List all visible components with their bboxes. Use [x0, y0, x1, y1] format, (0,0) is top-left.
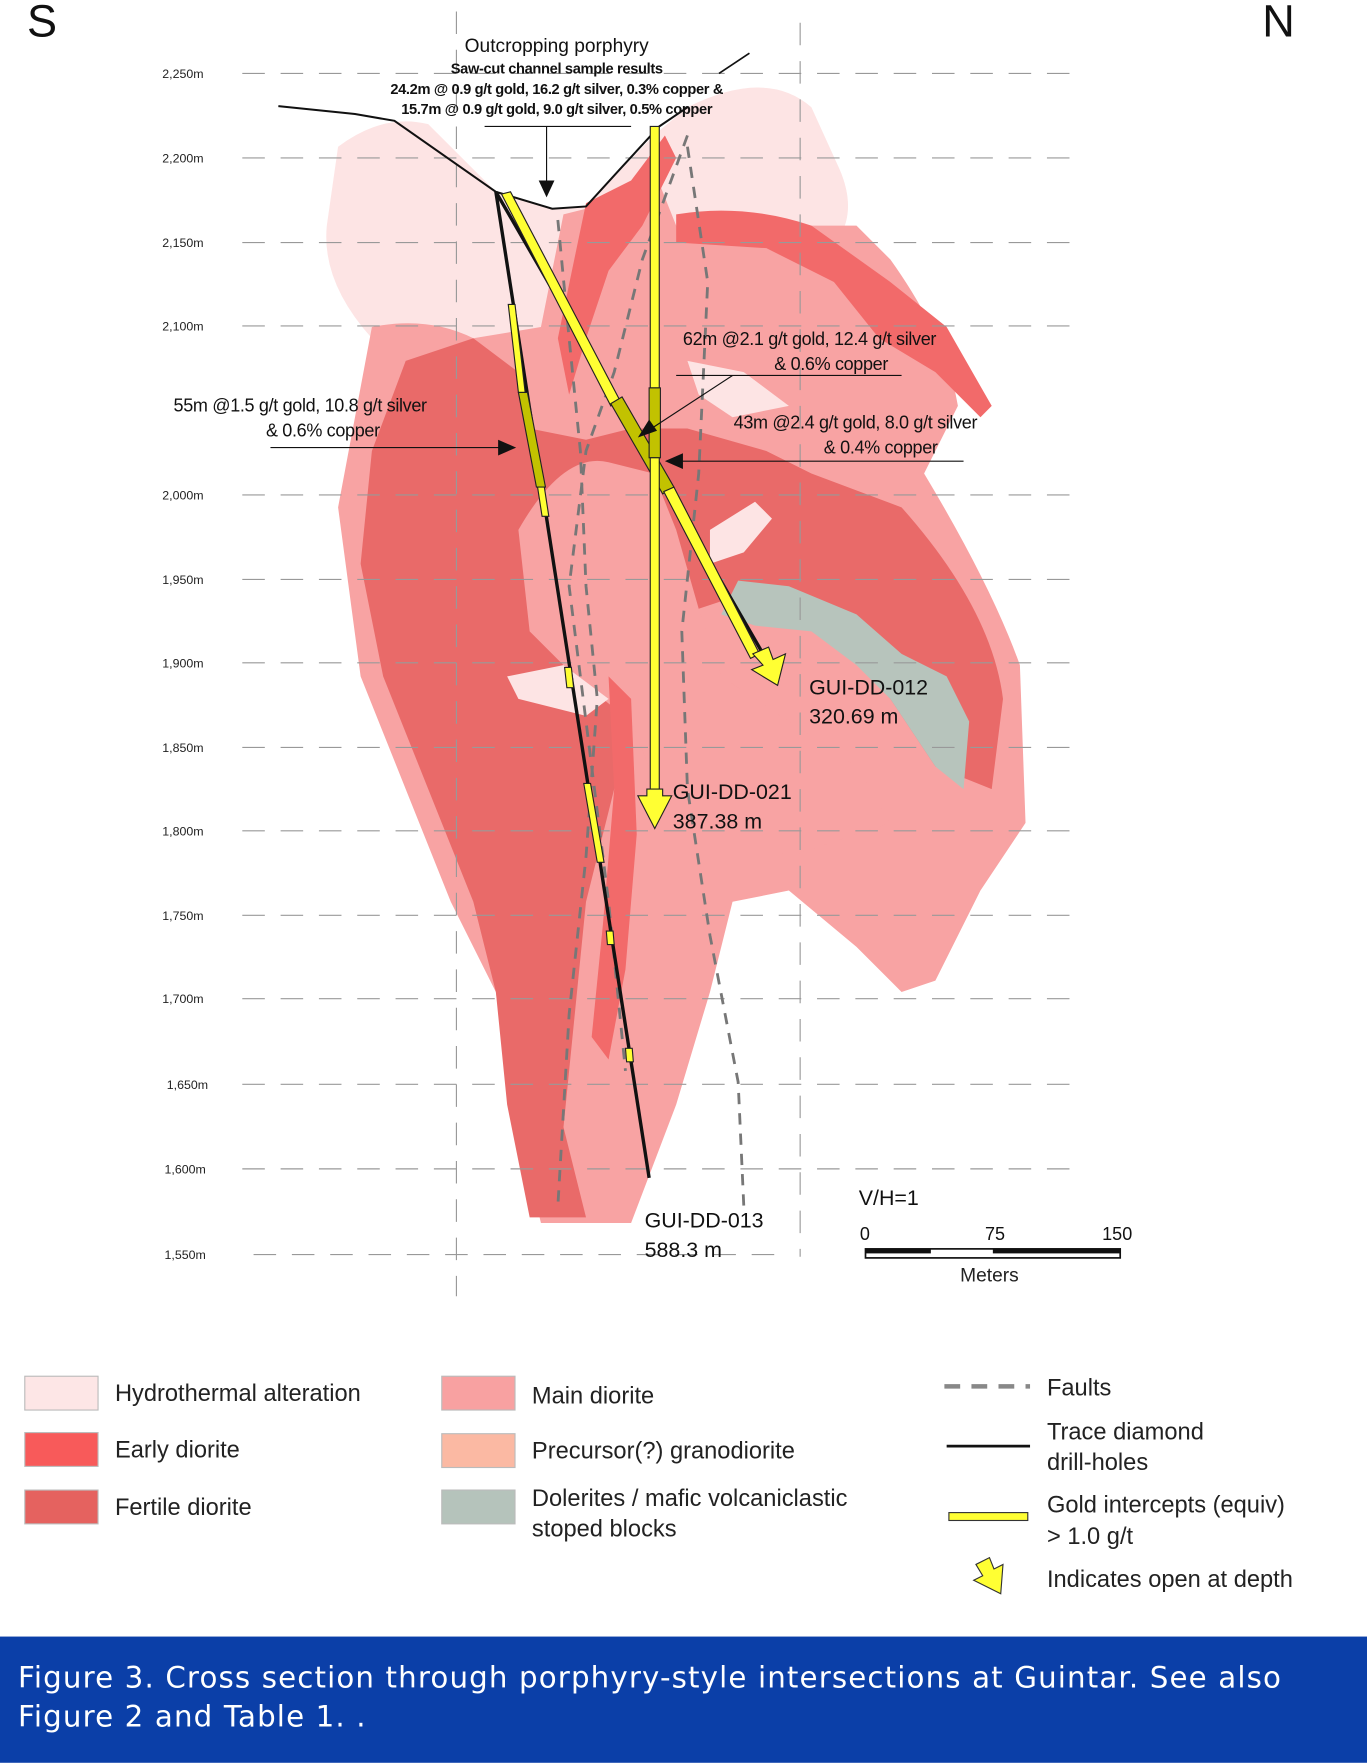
elevation-grid: [242, 11, 1071, 1297]
legend-label: Precursor(?) granodiorite: [532, 1439, 795, 1465]
gold-intercept-highlight: [517, 391, 547, 488]
annotation-text: 43m @2.4 g/t gold, 8.0 g/t silver: [734, 412, 978, 432]
hydrothermal-patch: [709, 501, 772, 564]
intercept-annotation-62m: 62m @2.1 g/t gold, 12.4 g/t silver & 0.6…: [637, 329, 937, 438]
legend-swatch-main-diorite: [441, 1375, 516, 1411]
scale-unit: Meters: [960, 1266, 1019, 1287]
gold-intercept: [583, 782, 605, 863]
early-diorite-streak: [591, 676, 637, 1060]
legend-label: Fertile diorite: [115, 1495, 252, 1521]
legend-swatch-early-diorite: [24, 1432, 99, 1467]
annotation-text: & 0.6% copper: [774, 354, 888, 374]
elevation-label: 2,200m: [162, 152, 203, 166]
open-at-depth-arrow-icon: [750, 646, 787, 687]
legend-label: Trace diamond: [1047, 1419, 1204, 1445]
gold-intercept: [649, 125, 660, 389]
elevation-label: 1,850m: [162, 741, 203, 755]
arrow-icon: [498, 439, 517, 456]
annotation-text: 55m @1.5 g/t gold, 10.8 g/t silver: [174, 396, 427, 416]
open-at-depth-arrow-icon: [636, 788, 673, 830]
elevation-label: 1,950m: [162, 573, 203, 587]
arrow-icon: [664, 453, 683, 470]
hole-label-gui-dd-021: GUI-DD-021: [673, 780, 792, 804]
outcrop-result-1: 24.2m @ 0.9 g/t gold, 16.2 g/t silver, 0…: [390, 82, 724, 98]
topography-line: [718, 52, 750, 75]
main-diorite-inner: [518, 460, 891, 857]
gold-intercept: [536, 486, 550, 517]
legend-label: Dolerites / mafic volcaniclastic: [532, 1486, 848, 1512]
early-diorite-streak: [557, 135, 677, 395]
elevation-label: 2,150m: [162, 236, 203, 250]
legend-label: > 1.0 g/t: [1047, 1524, 1134, 1550]
dolerite-block: [721, 580, 970, 790]
scale-tick-150: 150: [1102, 1224, 1132, 1244]
gold-intercept: [649, 457, 660, 797]
faults: [556, 134, 746, 1207]
north-label: N: [1262, 0, 1295, 46]
hole-depth-gui-dd-012: 320.69 m: [809, 705, 898, 729]
south-label: S: [27, 0, 57, 46]
outcrop-result-2: 15.7m @ 0.9 g/t gold, 9.0 g/t silver, 0.…: [401, 102, 713, 118]
legend-label: Main diorite: [532, 1383, 654, 1409]
legend: Hydrothermal alteration Early diorite Fe…: [24, 1375, 1293, 1595]
hole-label-gui-dd-013: GUI-DD-013: [645, 1208, 764, 1232]
gold-intercept: [605, 930, 615, 946]
scale-ratio: V/H=1: [859, 1186, 919, 1210]
legend-label: Hydrothermal alteration: [115, 1381, 361, 1407]
annotation-text: & 0.4% copper: [824, 437, 938, 457]
scale-bar: V/H=1 0 75 150 Meters: [859, 1186, 1132, 1287]
elevation-labels: 2,250m 2,200m 2,150m 2,100m 2,000m 1,950…: [162, 67, 208, 1262]
intercept-annotation-43m: 43m @2.4 g/t gold, 8.0 g/t silver & 0.4%…: [664, 412, 978, 470]
hole-depth-gui-dd-013: 588.3 m: [645, 1238, 722, 1262]
elevation-label: 1,900m: [162, 656, 203, 670]
outcrop-annotation: Outcropping porphyry Saw-cut channel sam…: [390, 36, 724, 198]
elevation-label: 1,800m: [162, 824, 203, 838]
gold-intercept-symbol: [948, 1512, 1029, 1522]
drill-holes: [494, 125, 787, 1179]
legend-swatch-granodiorite: [441, 1433, 516, 1469]
fertile-diorite-zone: [360, 338, 1003, 1218]
legend-label: drill-holes: [1047, 1450, 1148, 1476]
intercept-annotation-55m: 55m @1.5 g/t gold, 10.8 g/t silver & 0.6…: [174, 396, 517, 456]
elevation-label: 2,250m: [162, 67, 203, 81]
legend-swatch-fertile-diorite: [24, 1489, 99, 1525]
hydrothermal-patch: [507, 665, 609, 716]
arrow-icon: [637, 419, 658, 438]
elevation-label: 1,750m: [162, 909, 203, 923]
elevation-label: 1,550m: [165, 1248, 206, 1262]
caption-line-2: Figure 2 and Table 1. .: [18, 1700, 367, 1734]
elevation-label: 2,100m: [162, 319, 203, 333]
scale-tick-75: 75: [985, 1224, 1005, 1244]
caption-bar: [0, 1636, 1367, 1763]
legend-swatch-dolerites: [441, 1489, 516, 1525]
topography-line: [278, 105, 689, 210]
legend-label: Faults: [1047, 1375, 1111, 1401]
open-at-depth-icon: [972, 1556, 1004, 1595]
outcrop-title: Outcropping porphyry: [465, 36, 649, 57]
legend-label: Gold intercepts (equiv): [1047, 1493, 1285, 1519]
elevation-label: 1,700m: [162, 992, 203, 1006]
legend-label: stoped blocks: [532, 1516, 677, 1542]
legend-label: Early diorite: [115, 1437, 240, 1463]
elevation-label: 1,600m: [165, 1162, 206, 1176]
legend-label: Indicates open at depth: [1047, 1567, 1293, 1593]
early-diorite-streak: [676, 210, 992, 418]
legend-swatch-hydrothermal: [24, 1375, 99, 1411]
arrow-icon: [538, 180, 555, 198]
gold-intercept: [563, 666, 575, 689]
elevation-label: 2,000m: [162, 488, 203, 502]
hole-depth-gui-dd-021: 387.38 m: [673, 810, 762, 834]
gold-intercept: [624, 1047, 634, 1063]
hole-label-gui-dd-012: GUI-DD-012: [809, 675, 928, 699]
annotation-text: & 0.6% copper: [266, 420, 380, 440]
caption-line-1: Figure 3. Cross section through porphyry…: [18, 1660, 1282, 1694]
annotation-text: 62m @2.1 g/t gold, 12.4 g/t silver: [683, 329, 936, 349]
elevation-label: 1,650m: [167, 1078, 208, 1092]
geology-units: [326, 87, 1026, 1223]
outcrop-subtitle: Saw-cut channel sample results: [451, 61, 663, 77]
scale-tick-0: 0: [860, 1224, 870, 1244]
